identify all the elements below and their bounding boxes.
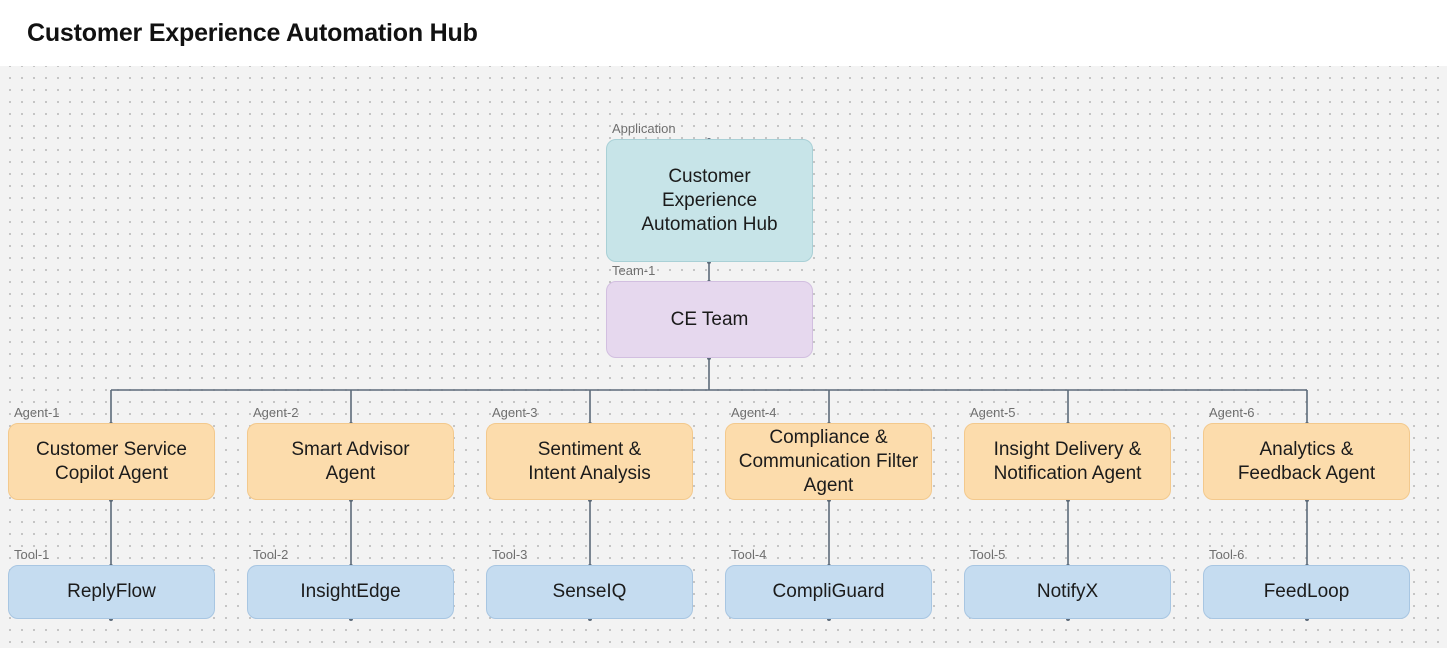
- agent-label: Insight Delivery & Notification Agent: [993, 438, 1142, 484]
- tool-tag: Tool-4: [731, 547, 767, 562]
- agent-node[interactable]: Analytics & Feedback Agent: [1203, 423, 1410, 500]
- team-label: CE Team: [670, 308, 749, 330]
- tool-tag: Tool-3: [492, 547, 528, 562]
- agent-tag: Agent-2: [253, 405, 299, 420]
- agent-node[interactable]: Compliance & Communication Filter Agent: [725, 423, 932, 500]
- application-node[interactable]: Customer Experience Automation Hub: [606, 139, 813, 262]
- tool-label: SenseIQ: [552, 581, 627, 602]
- application-tag: Application: [612, 121, 676, 136]
- agent-label: Compliance & Communication Filter Agent: [738, 426, 919, 496]
- agent-tag: Agent-3: [492, 405, 538, 420]
- tool-label: FeedLoop: [1263, 581, 1350, 602]
- team-tag: Team-1: [612, 263, 656, 278]
- tool-tag: Tool-5: [970, 547, 1006, 562]
- tool-node[interactable]: InsightEdge: [247, 565, 454, 619]
- tool-label: InsightEdge: [300, 581, 401, 602]
- tool-node[interactable]: SenseIQ: [486, 565, 693, 619]
- tool-node[interactable]: NotifyX: [964, 565, 1171, 619]
- agent-label: Analytics & Feedback Agent: [1237, 438, 1376, 484]
- agent-tag: Agent-6: [1209, 405, 1255, 420]
- agent-node[interactable]: Insight Delivery & Notification Agent: [964, 423, 1171, 500]
- tool-node[interactable]: FeedLoop: [1203, 565, 1410, 619]
- agent-node[interactable]: Smart Advisor Agent: [247, 423, 454, 500]
- agent-node[interactable]: Customer Service Copilot Agent: [8, 423, 215, 500]
- tool-tag: Tool-1: [14, 547, 50, 562]
- agent-label: Sentiment & Intent Analysis: [528, 438, 651, 484]
- agent-tag: Agent-4: [731, 405, 777, 420]
- tool-node[interactable]: ReplyFlow: [8, 565, 215, 619]
- tool-label: ReplyFlow: [67, 581, 156, 602]
- agent-node[interactable]: Sentiment & Intent Analysis: [486, 423, 693, 500]
- team-node[interactable]: CE Team: [606, 281, 813, 358]
- agent-label: Smart Advisor Agent: [291, 438, 410, 484]
- agent-tag: Agent-5: [970, 405, 1016, 420]
- agent-tag: Agent-1: [14, 405, 60, 420]
- tool-tag: Tool-2: [253, 547, 289, 562]
- header: Customer Experience Automation Hub: [0, 0, 1447, 66]
- application-label: Customer Experience Automation Hub: [641, 165, 778, 235]
- page-title: Customer Experience Automation Hub: [27, 19, 478, 47]
- agent-label: Customer Service Copilot Agent: [36, 438, 187, 484]
- tool-node[interactable]: CompliGuard: [725, 565, 932, 619]
- tool-label: CompliGuard: [772, 581, 885, 602]
- tool-label: NotifyX: [1036, 581, 1099, 602]
- tool-tag: Tool-6: [1209, 547, 1245, 562]
